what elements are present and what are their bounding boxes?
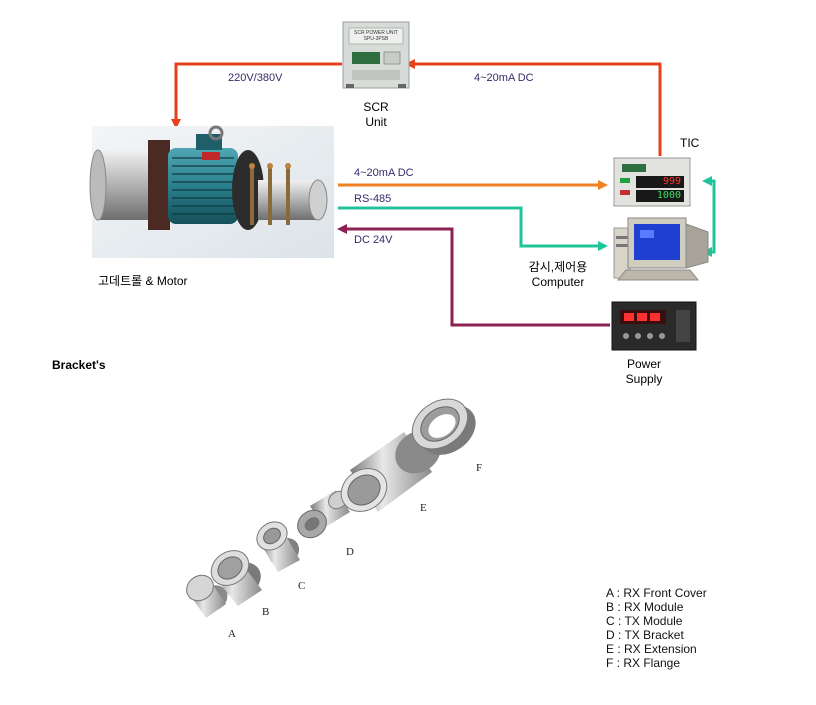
power-supply-label-line1: Power <box>626 357 661 371</box>
scr-panel-text1: SCR POWER UNIT <box>354 30 398 36</box>
part-letter-b: B <box>262 606 270 618</box>
motor-label: 고데트롤 & Motor <box>98 274 188 288</box>
label-scr-to-motor: 220V/380V <box>228 72 283 84</box>
part-letter-c: C <box>298 580 306 592</box>
bracket-legend: A : RX Front Cover B : RX Module C : TX … <box>606 586 707 670</box>
tic-label: TIC <box>680 136 700 150</box>
scr-panel-text2: SPU-3PSB <box>363 36 389 42</box>
part-letter-d: D <box>346 546 354 558</box>
legend-item-b: B : RX Module <box>606 600 684 614</box>
computer-label-line2: Computer <box>531 275 585 289</box>
legend-item-e: E : RX Extension <box>606 642 697 656</box>
part-b-rx-module <box>210 550 262 606</box>
label-motor-to-tic: 4~20mA DC <box>354 167 414 179</box>
line-scr-to-motor <box>171 62 342 129</box>
line-dc24 <box>337 224 610 327</box>
power-supply-device <box>611 301 697 351</box>
tic-pv-display: 999 <box>662 176 681 187</box>
brackets-title: Bracket's <box>52 358 106 372</box>
scr-unit-device <box>342 21 410 89</box>
part-letter-a: A <box>228 628 236 640</box>
line-rs485 <box>338 206 608 251</box>
power-supply-label: Power Supply <box>610 357 678 387</box>
part-a-rx-front-cover <box>186 574 228 618</box>
legend-item-a: A : RX Front Cover <box>606 586 707 600</box>
computer-device <box>613 217 709 281</box>
line-tic-to-scr <box>405 59 662 156</box>
scr-unit-label-line2: Unit <box>365 115 387 129</box>
label-rs485: RS-485 <box>354 193 392 205</box>
computer-label-line1: 감시,제어용 <box>528 260 588 274</box>
label-dc24: DC 24V <box>354 234 393 246</box>
part-letter-e: E <box>420 502 427 514</box>
part-d-tx-bracket <box>297 490 350 539</box>
motor-photo <box>89 125 334 258</box>
part-letter-f: F <box>476 462 483 474</box>
computer-label: 감시,제어용 Computer <box>510 260 606 290</box>
legend-item-d: D : TX Bracket <box>606 628 684 642</box>
scr-unit-label-line1: SCR <box>363 100 389 114</box>
scr-panel-text: SCR POWER UNIT SPU-3PSB <box>348 30 404 42</box>
tic-device <box>613 157 691 207</box>
label-tic-to-scr: 4~20mA DC <box>474 72 534 84</box>
legend-item-f: F : RX Flange <box>606 656 681 670</box>
part-f-rx-flange <box>411 398 476 455</box>
legend-item-c: C : TX Module <box>606 614 683 628</box>
power-supply-label-line2: Supply <box>625 372 663 386</box>
part-c-tx-module <box>256 521 300 572</box>
scr-unit-label: SCR Unit <box>348 100 404 130</box>
tic-sv-display: 1000 <box>656 190 681 201</box>
